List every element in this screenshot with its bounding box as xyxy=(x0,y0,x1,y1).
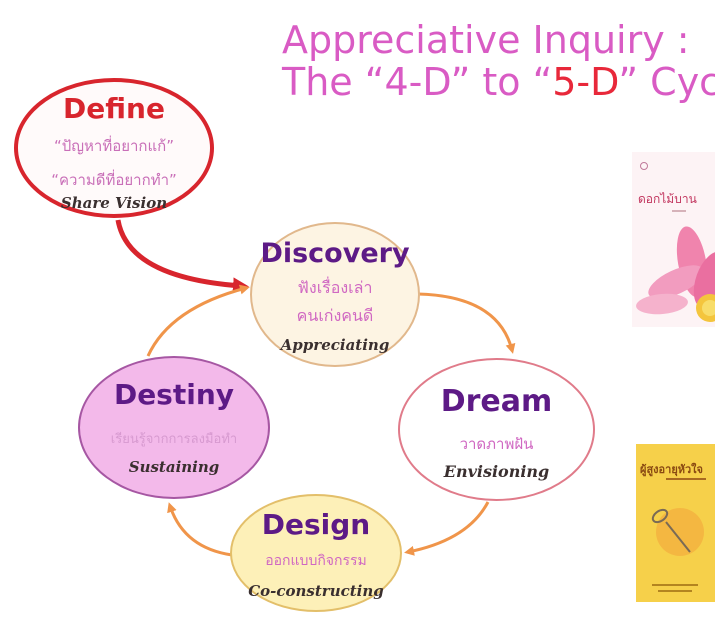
book-2-title: ผู้สูงอายุหัวใจ xyxy=(640,463,704,476)
arrow-discovery-to-dream xyxy=(417,292,516,354)
design-title: Design xyxy=(261,508,371,541)
arrow-design-to-destiny xyxy=(167,502,233,557)
discovery-title: Discovery xyxy=(260,238,410,269)
title-line-2: The “4-D” to “5-D” Cycle xyxy=(282,60,715,104)
discovery-english: Appreciating xyxy=(280,336,390,354)
design-node: Design ออกแบบกิจกรรม Co-constructing xyxy=(230,494,402,612)
title-text-2a: The “4-D” to “ xyxy=(282,60,553,104)
title-text-2b: ” Cycle xyxy=(618,60,715,104)
book-2-footer-mark-2 xyxy=(658,590,692,592)
arrow-dream-to-design xyxy=(404,501,490,556)
spoon-illustration-icon xyxy=(651,508,704,556)
define-english: Share Vision xyxy=(60,194,168,212)
destiny-thai: เรียนรู้จากการลงมือทำ xyxy=(110,432,238,447)
define-thai-line-1: “ปัญหาที่อยากแก้” xyxy=(53,137,175,155)
title-line-1: Appreciative Inquiry : xyxy=(282,18,690,62)
discovery-thai-line-2: คนเก่งคนดี xyxy=(296,306,374,325)
book-cover-flower: ดอกไม้บาน xyxy=(632,152,715,327)
discovery-thai-line-1: ฟังเรื่องเล่า xyxy=(297,278,373,297)
title-text-1: Appreciative Inquiry : xyxy=(282,18,690,62)
define-title: Define xyxy=(63,92,165,125)
dream-title: Dream xyxy=(440,384,553,419)
dream-node: Dream วาดภาพฝัน Envisioning xyxy=(398,358,595,501)
design-english: Co-constructing xyxy=(248,582,384,600)
design-thai: ออกแบบกิจกรรม xyxy=(265,553,367,569)
arrow-destiny-to-discovery xyxy=(146,284,250,357)
define-thai-line-2: “ความดีที่อยากทำ” xyxy=(51,171,177,189)
lotus-flower-icon xyxy=(636,226,715,322)
destiny-english: Sustaining xyxy=(128,458,220,476)
book-cover-yellow: ผู้สูงอายุหัวใจ xyxy=(636,444,715,602)
destiny-node: Destiny เรียนรู้จากการลงมือทำ Sustaining xyxy=(78,356,270,499)
destiny-title: Destiny xyxy=(113,378,235,411)
book-2-subtitle-mark xyxy=(666,478,706,480)
arrow-define-to-discovery xyxy=(115,219,249,294)
title-accent-5d: 5-D xyxy=(552,60,619,104)
dream-thai: วาดภาพฝัน xyxy=(459,435,534,453)
dream-english: Envisioning xyxy=(443,462,550,481)
define-node: Define “ปัญหาที่อยากแก้” “ความดีที่อยากท… xyxy=(14,78,214,218)
discovery-node: Discovery ฟังเรื่องเล่า คนเก่งคนดี Appre… xyxy=(250,222,420,367)
book-dot-icon xyxy=(640,162,648,170)
book-1-subtitle-mark xyxy=(672,210,686,212)
book-2-footer-mark xyxy=(652,584,698,586)
book-1-title: ดอกไม้บาน xyxy=(638,192,697,206)
